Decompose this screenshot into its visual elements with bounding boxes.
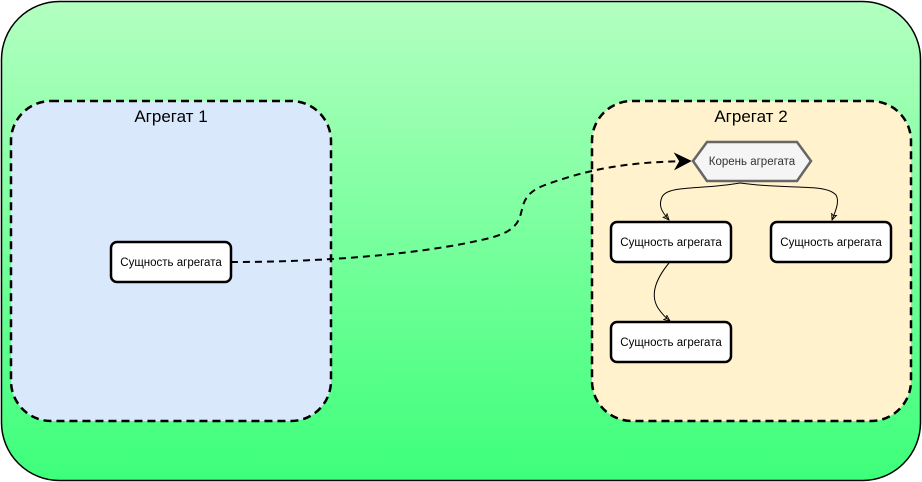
a2-entity-left-label: Сущность агрегата <box>620 237 722 249</box>
a2-root-label: Корень агрегата <box>709 156 796 168</box>
a2-entity-bottom-box[interactable] <box>609 320 733 364</box>
edge-root-to-entity-right[interactable] <box>739 182 838 220</box>
aggregate-2-title: Агрегат 2 <box>714 107 787 126</box>
a2-entity-bottom-label: Сущность агрегата <box>620 337 722 349</box>
a1-entity-box[interactable] <box>109 240 233 284</box>
a1-entity-label: Сущность агрегата <box>120 257 222 269</box>
aggregate-root-node[interactable]: Корень агрегата <box>691 140 813 183</box>
entity-node[interactable]: Сущность агрегата <box>109 240 233 284</box>
entity-node[interactable]: Сущность агрегата <box>609 320 733 364</box>
a2-entity-right-box[interactable] <box>769 220 893 264</box>
a2-entity-right-label: Сущность агрегата <box>780 237 882 249</box>
edge-reference-a1-entity-to-a2-root[interactable] <box>230 152 692 263</box>
edge-root-to-entity-left[interactable] <box>659 182 741 220</box>
aggregate-1-title: Агрегат 1 <box>134 107 207 126</box>
edge-entity-left-to-entity-bottom[interactable] <box>653 262 670 321</box>
a2-entity-left-box[interactable] <box>609 220 733 264</box>
entity-node[interactable]: Сущность агрегата <box>609 220 733 264</box>
entity-node[interactable]: Сущность агрегата <box>769 220 893 264</box>
a2-root-hexagon[interactable] <box>691 140 813 183</box>
